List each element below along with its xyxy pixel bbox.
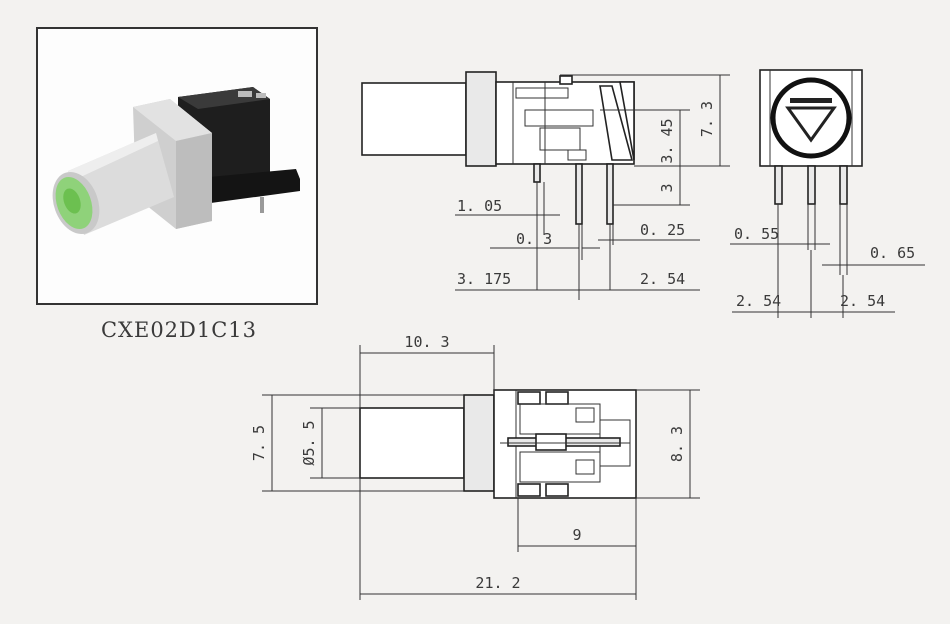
dim-21-2: 21. 2 [475, 574, 520, 592]
dim-diameter-5-5: Ø5. 5 [300, 420, 318, 465]
dim-8-3: 8. 3 [668, 426, 686, 462]
dim-2-54-side: 2. 54 [640, 270, 685, 288]
dim-3-45: 3. 45 [658, 118, 676, 163]
product-photo-frame [36, 27, 318, 305]
model-number-label: CXE02D1C13 [100, 318, 258, 342]
dim-7-5: 7. 5 [250, 425, 268, 461]
dim-0-25: 0. 25 [640, 221, 685, 239]
dim-9: 9 [572, 526, 581, 544]
front-view: 0. 55 0. 65 2. 54 2. 54 [730, 69, 925, 318]
dim-0-65: 0. 65 [870, 244, 915, 262]
dim-7-3: 7. 3 [698, 101, 716, 137]
dim-0-3: 0. 3 [516, 230, 552, 248]
dim-2-54-front-left: 2. 54 [736, 292, 781, 310]
product-photo [52, 87, 300, 235]
dim-10-3: 10. 3 [404, 333, 449, 351]
side-view: 7. 3 3. 45 3 1. 05 0. 3 0. 25 3. 175 2. … [361, 71, 730, 300]
dim-0-55: 0. 55 [734, 225, 779, 243]
dim-3: 3 [658, 183, 676, 192]
dim-2-54-front-right: 2. 54 [840, 292, 885, 310]
dim-3-175: 3. 175 [457, 270, 511, 288]
dim-1-05: 1. 05 [457, 197, 502, 215]
top-view: 10. 3 7. 5 Ø5. 5 8. 3 9 21. 2 [250, 333, 700, 600]
